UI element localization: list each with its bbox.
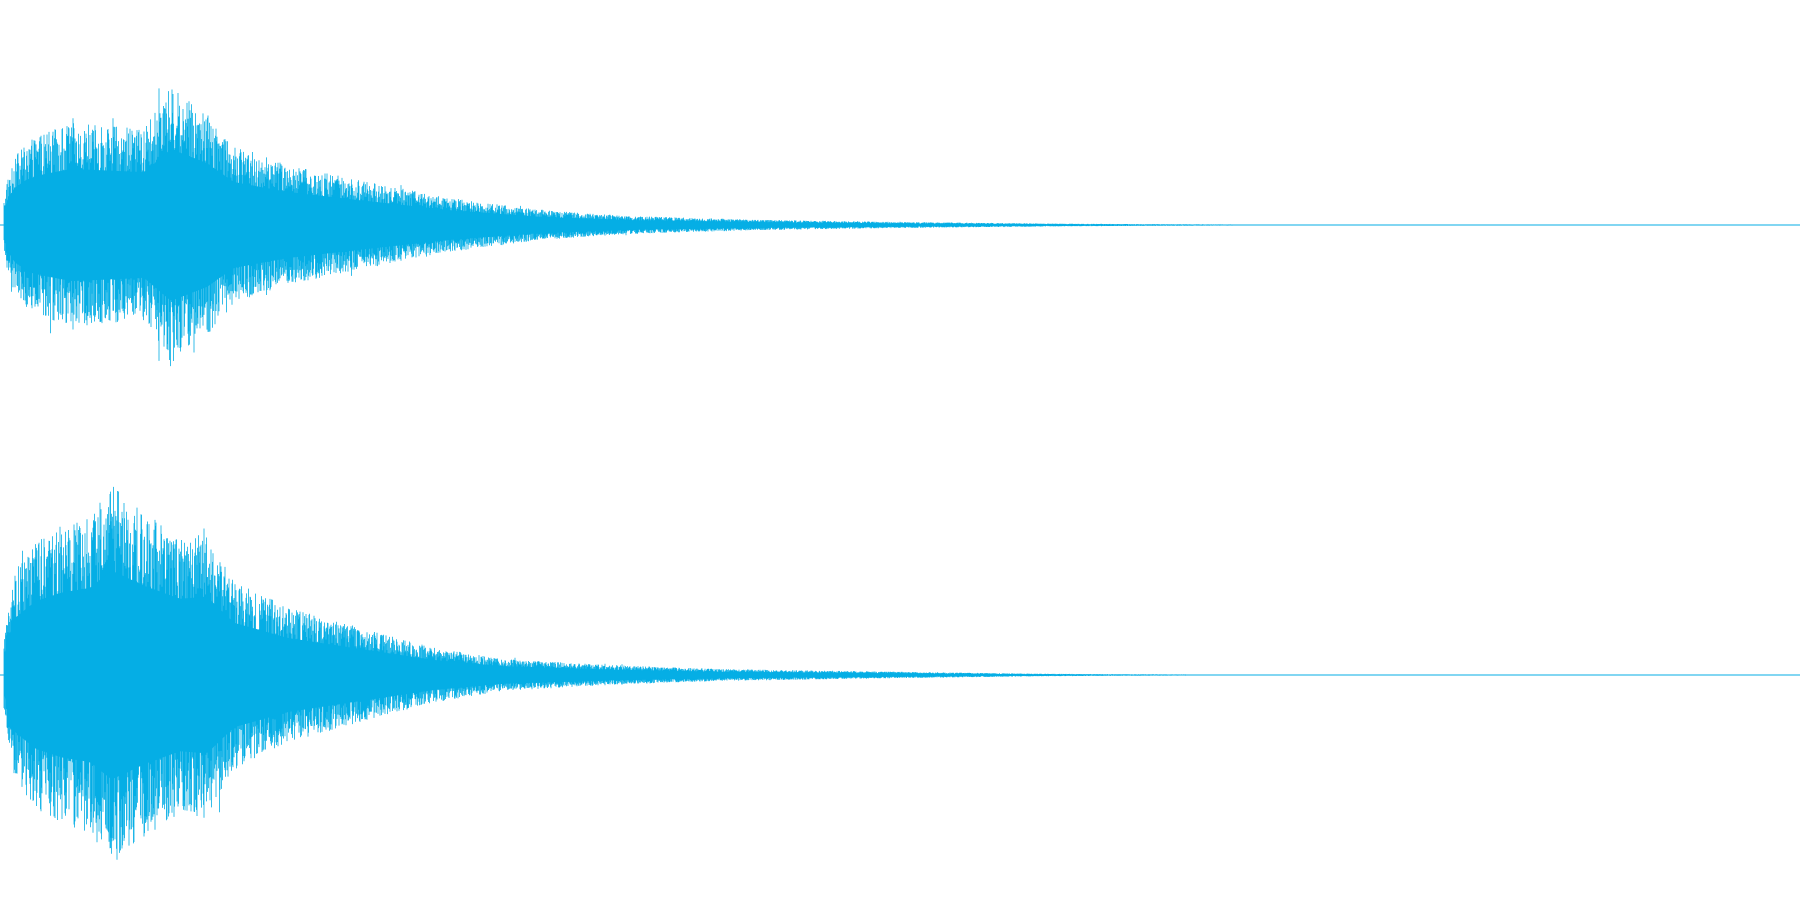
waveform-envelope-core [4, 149, 1348, 301]
waveform-channel-2[interactable] [0, 486, 1800, 860]
waveform-envelope-core [4, 570, 1348, 780]
waveform-channel-1[interactable] [0, 88, 1800, 367]
